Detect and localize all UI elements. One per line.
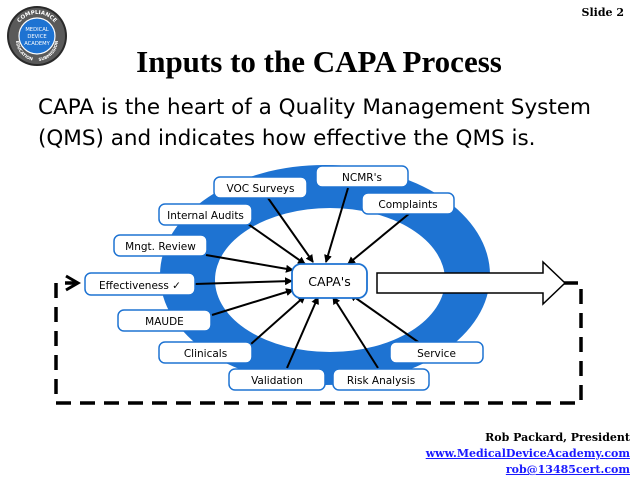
input-box-maude: MAUDE [117, 309, 212, 332]
footer-name: Rob Packard, President [485, 431, 630, 444]
input-box-internal-audits: Internal Audits [158, 203, 253, 226]
input-label-ncmr: NCMR's [342, 172, 382, 184]
input-box-mngt-review: Mngt. Review [113, 234, 208, 257]
capa-center-box: CAPA's [291, 263, 368, 299]
feedback-loop-arrowhead [65, 274, 81, 292]
footer-email-link[interactable]: rob@13485cert.com [505, 463, 630, 476]
input-box-clinicals: Clinicals [158, 341, 253, 364]
capa-center-label: CAPA's [308, 274, 351, 289]
slide-number: Slide 2 [581, 6, 624, 19]
output-arrow [376, 260, 567, 306]
input-label-risk-analysis: Risk Analysis [347, 375, 415, 387]
input-box-validation: Validation [228, 368, 326, 391]
input-label-effectiveness: Effectiveness ✓ [99, 280, 181, 292]
input-label-complaints: Complaints [378, 199, 437, 211]
logo-center-line2: DEVICE [27, 34, 46, 40]
body-text-line1: CAPA is the heart of a Quality Managemen… [38, 95, 591, 120]
input-box-ncmr: NCMR's [315, 165, 409, 188]
feedback-loop-dashed [54, 281, 583, 405]
medical-device-academy-logo: COMPLIANCE EDUCATION SUBMISSIONS MEDICAL… [6, 5, 67, 66]
input-arrows [194, 187, 422, 369]
input-label-voc-surveys: VOC Surveys [227, 183, 295, 195]
input-box-effectiveness: Effectiveness ✓ [84, 272, 196, 296]
input-box-voc-surveys: VOC Surveys [213, 176, 308, 199]
input-label-clinicals: Clinicals [184, 348, 227, 360]
slide-title: Inputs to the CAPA Process [136, 44, 502, 79]
input-label-mngt-review: Mngt. Review [125, 241, 196, 253]
logo-center-line3: ACADEMY [24, 41, 50, 47]
body-text-line2: (QMS) and indicates how effective the QM… [38, 126, 536, 151]
input-label-internal-audits: Internal Audits [167, 210, 244, 222]
input-box-complaints: Complaints [361, 192, 455, 215]
input-label-validation: Validation [251, 375, 303, 387]
footer-contact: Rob Packard, President www.MedicalDevice… [426, 430, 630, 478]
logo-center-line1: MEDICAL [25, 27, 48, 33]
input-label-service: Service [417, 348, 456, 360]
input-label-maude: MAUDE [145, 316, 184, 328]
input-box-risk-analysis: Risk Analysis [332, 368, 430, 391]
footer-website-link[interactable]: www.MedicalDeviceAcademy.com [425, 447, 630, 460]
input-box-service: Service [389, 341, 484, 364]
